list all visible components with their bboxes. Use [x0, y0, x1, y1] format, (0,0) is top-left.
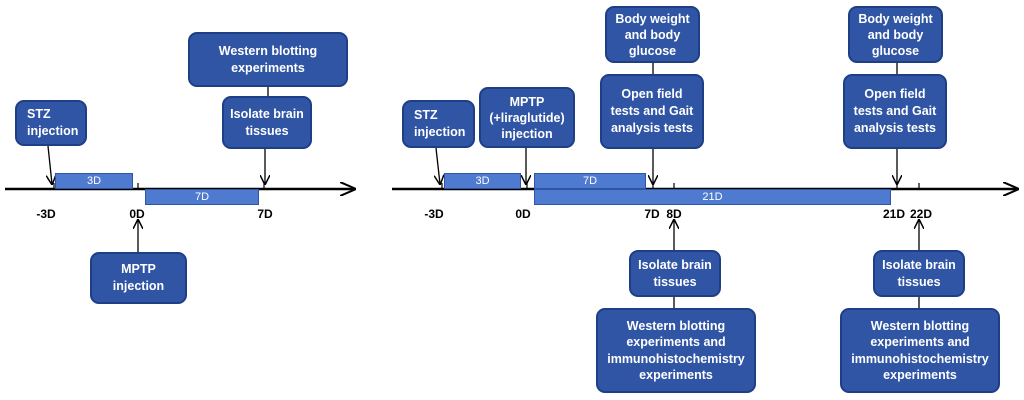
tick-label: 22D [909, 207, 932, 221]
arrow-stz-left [48, 145, 52, 184]
duration-bar-21d: 21D [534, 189, 891, 205]
mptp-liraglutide-label: MPTP (+liraglutide) injection [489, 94, 565, 141]
arrow-stz-right [436, 147, 440, 184]
western-ihc-label: Western blotting experiments and immunoh… [851, 318, 989, 383]
western-ihc-label: Western blotting experiments and immunoh… [607, 318, 745, 383]
open-field-gait-label: Open field tests and Gait analysis tests [853, 87, 937, 135]
stz-injection-box: STZ injection [15, 100, 87, 146]
stz-injection-label: STZ injection [414, 108, 466, 139]
isolate-brain-tissues-box: Isolate brain tissues [873, 250, 965, 297]
duration-bar-label: 7D [194, 191, 210, 203]
isolate-brain-tissues-label: Isolate brain tissues [230, 106, 304, 138]
western-blotting-label: Western blotting experiments [218, 43, 318, 75]
tick-label: -3D [424, 207, 444, 221]
duration-bar-7d: 7D [534, 173, 646, 189]
open-field-gait-box: Open field tests and Gait analysis tests [843, 74, 947, 149]
mptp-liraglutide-box: MPTP (+liraglutide) injection [479, 87, 575, 148]
body-weight-box: Body weight and body glucose [605, 6, 700, 63]
tick-label: 8D [666, 207, 682, 221]
open-field-gait-box: Open field tests and Gait analysis tests [600, 74, 704, 149]
western-ihc-box: Western blotting experiments and immunoh… [840, 308, 1000, 393]
tick-label: 7D [644, 207, 660, 221]
body-weight-box: Body weight and body glucose [848, 6, 943, 63]
isolate-brain-tissues-box: Isolate brain tissues [222, 96, 312, 149]
duration-bar-label: 3D [475, 175, 490, 187]
isolate-brain-tissues-label: Isolate brain tissues [882, 257, 956, 289]
duration-bar-label: 3D [86, 175, 102, 187]
duration-bar-label: 21D [702, 191, 723, 203]
mptp-injection-box: MPTP injection [90, 252, 187, 304]
isolate-brain-tissues-label: Isolate brain tissues [638, 257, 712, 289]
isolate-brain-tissues-box: Isolate brain tissues [629, 250, 721, 297]
tick-label: -3D [36, 207, 56, 221]
tick-label: 21D [882, 207, 905, 221]
tick-label: 0D [129, 207, 145, 221]
duration-bar-label: 7D [582, 175, 598, 187]
duration-bar-7d: 7D [145, 189, 259, 205]
tick-label: 7D [257, 207, 273, 221]
western-blotting-box: Western blotting experiments [188, 32, 348, 87]
western-ihc-box: Western blotting experiments and immunoh… [596, 308, 756, 393]
mptp-injection-label: MPTP injection [112, 262, 165, 293]
open-field-gait-label: Open field tests and Gait analysis tests [610, 87, 694, 135]
body-weight-label: Body weight and body glucose [615, 11, 690, 58]
tick-label: 0D [515, 207, 531, 221]
stz-injection-box: STZ injection [402, 100, 475, 148]
duration-bar-3d: 3D [444, 173, 521, 189]
body-weight-label: Body weight and body glucose [858, 11, 933, 58]
stz-injection-label: STZ injection [27, 107, 79, 138]
duration-bar-3d: 3D [55, 173, 133, 189]
